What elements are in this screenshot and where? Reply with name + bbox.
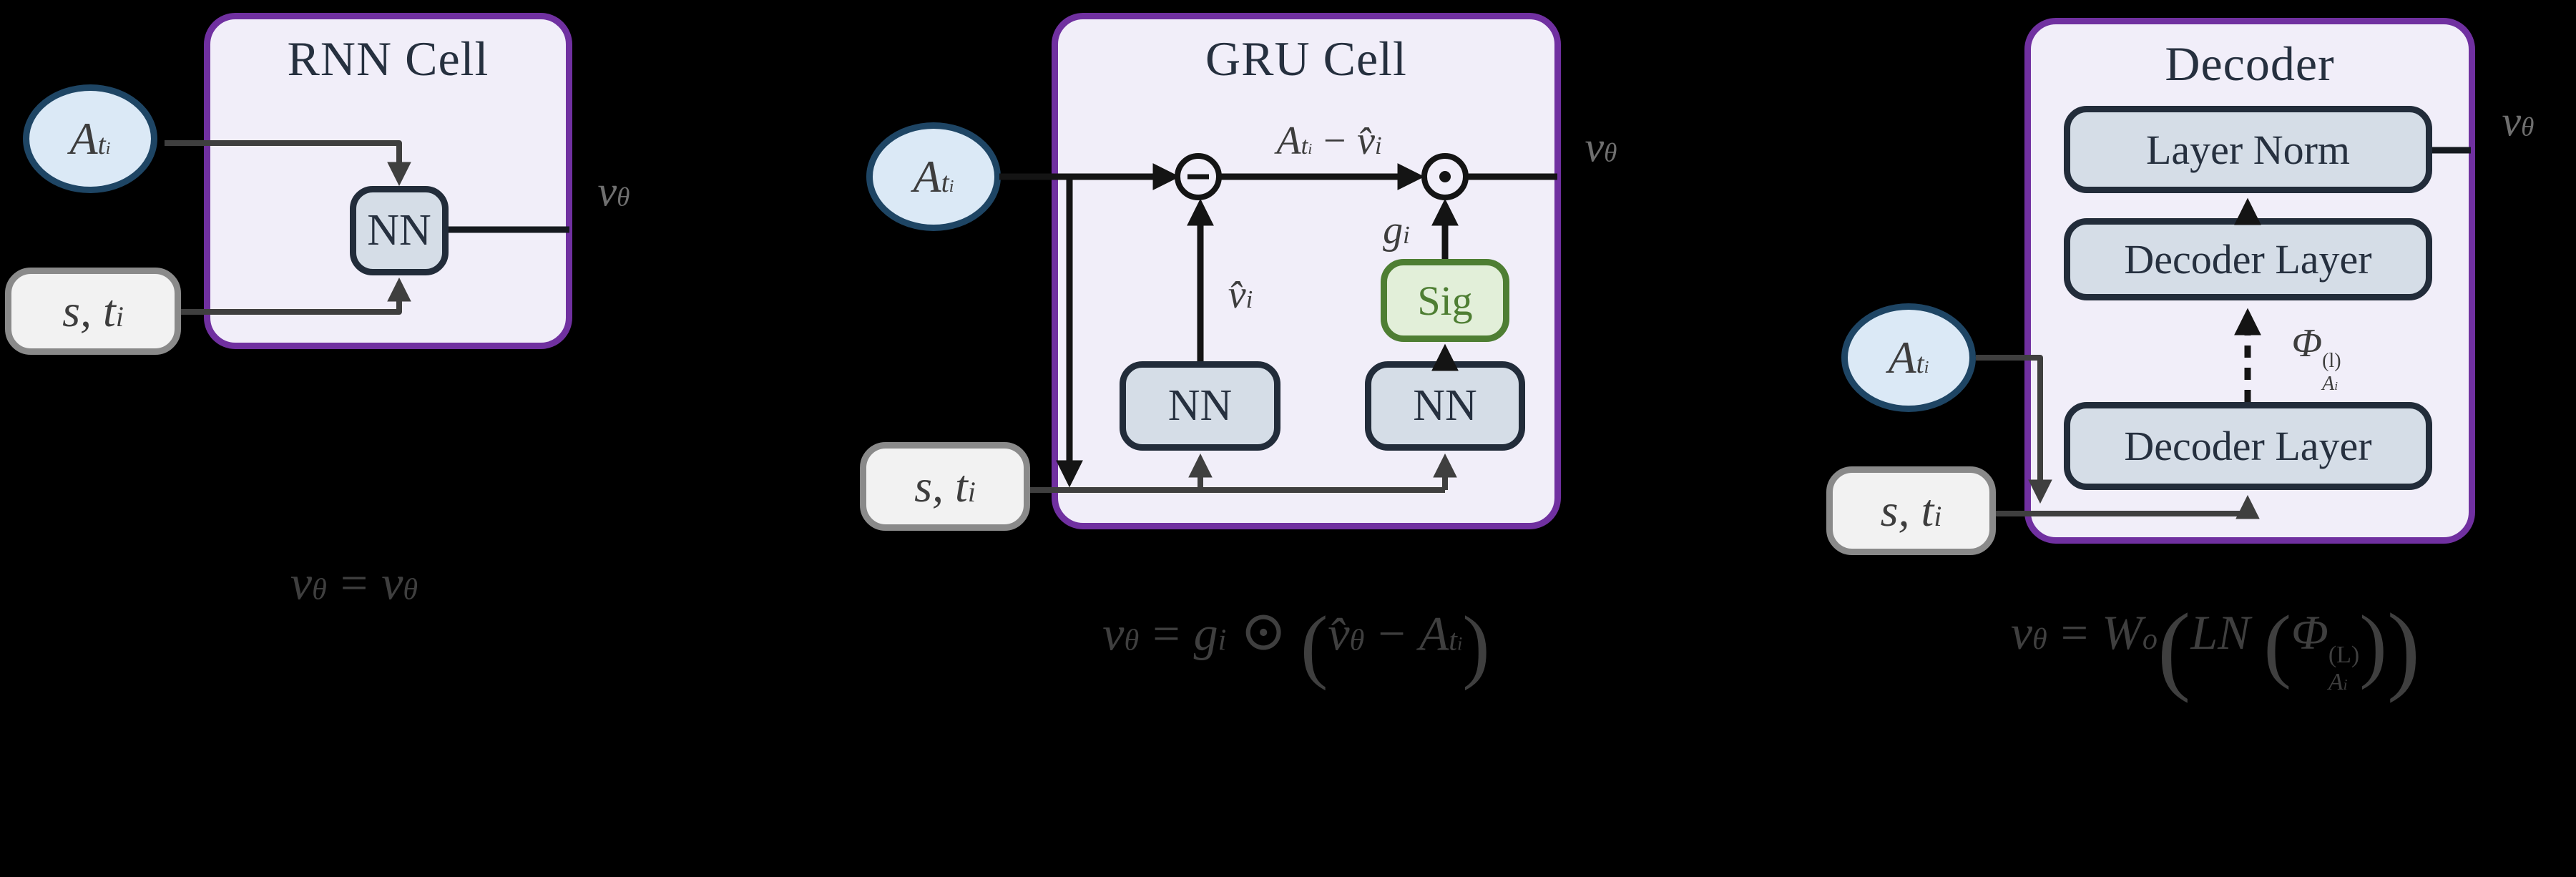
decoder-formula: vθ=Wo(LN(Φ(L)Ai)) [2010,594,2421,704]
decoder-title: Decoder [2165,36,2335,91]
rnn-input-st-node: s, ti [5,268,181,355]
decoder-input-st-label: s, ti [1880,485,1942,536]
gru-nn-left-box: NN [1120,361,1280,451]
gru-formula: vθ=gi⊙(v̂θ−Ati) [1102,599,1490,692]
decoder-input-st-node: s, ti [1826,466,1996,555]
rnn-input-a-label: Ati [69,113,111,164]
gru-gate-label: gi [1383,208,1410,253]
gru-nn-right-label: NN [1413,381,1477,430]
gru-hadamard-dot [1439,171,1451,182]
decoder-input-a-node: Ati [1841,303,1976,412]
gru-input-a-label: Ati [913,151,954,202]
gru-input-st-label: s, ti [914,461,976,511]
gru-vhat-label: v̂i [1228,273,1253,317]
gru-output-label: vθ [1585,123,1617,171]
decoder-input-a-label: Ati [1888,332,1929,383]
gru-residual-label: Ati−v̂i [1276,119,1382,163]
gru-sigmoid-box: Sig [1381,259,1509,342]
decoder-hidden-state-label: Φ(l)Ai [2291,320,2341,395]
rnn-input-a-node: Ati [23,84,157,193]
gru-sigmoid-label: Sig [1417,277,1473,324]
rnn-a-to-nn-arrow [165,140,411,187]
decoder-layer-lower-label: Decoder Layer [2124,423,2372,469]
decoder-layer-norm-label: Layer Norm [2145,126,2351,173]
decoder-a-branch-down-arrow [1976,355,2052,504]
rnn-nn-box: NN [350,186,449,275]
gru-input-a-node: Ati [866,122,1001,231]
rnn-formula: vθ=vθ [290,555,418,610]
gru-cell-title: GRU Cell [1205,31,1407,86]
rnn-input-st-label: s, ti [62,285,124,336]
decoder-output-label: vθ [2502,97,2535,145]
rnn-cell-title: RNN Cell [287,31,489,86]
rnn-output-label: vθ [597,167,630,215]
decoder-layer-norm-box: Layer Norm [2064,106,2432,193]
rnn-st-to-nn-arrow [181,277,411,315]
decoder-layer-upper-box: Decoder Layer [2064,218,2432,300]
rnn-nn-label: NN [367,206,431,255]
decoder-st-to-layer-arrow [1996,494,2260,519]
decoder-layer-lower-box: Decoder Layer [2064,402,2432,490]
decoder-layer-upper-label: Decoder Layer [2124,236,2372,283]
gru-input-st-node: s, ti [860,442,1030,531]
gru-nn-left-label: NN [1167,381,1233,430]
